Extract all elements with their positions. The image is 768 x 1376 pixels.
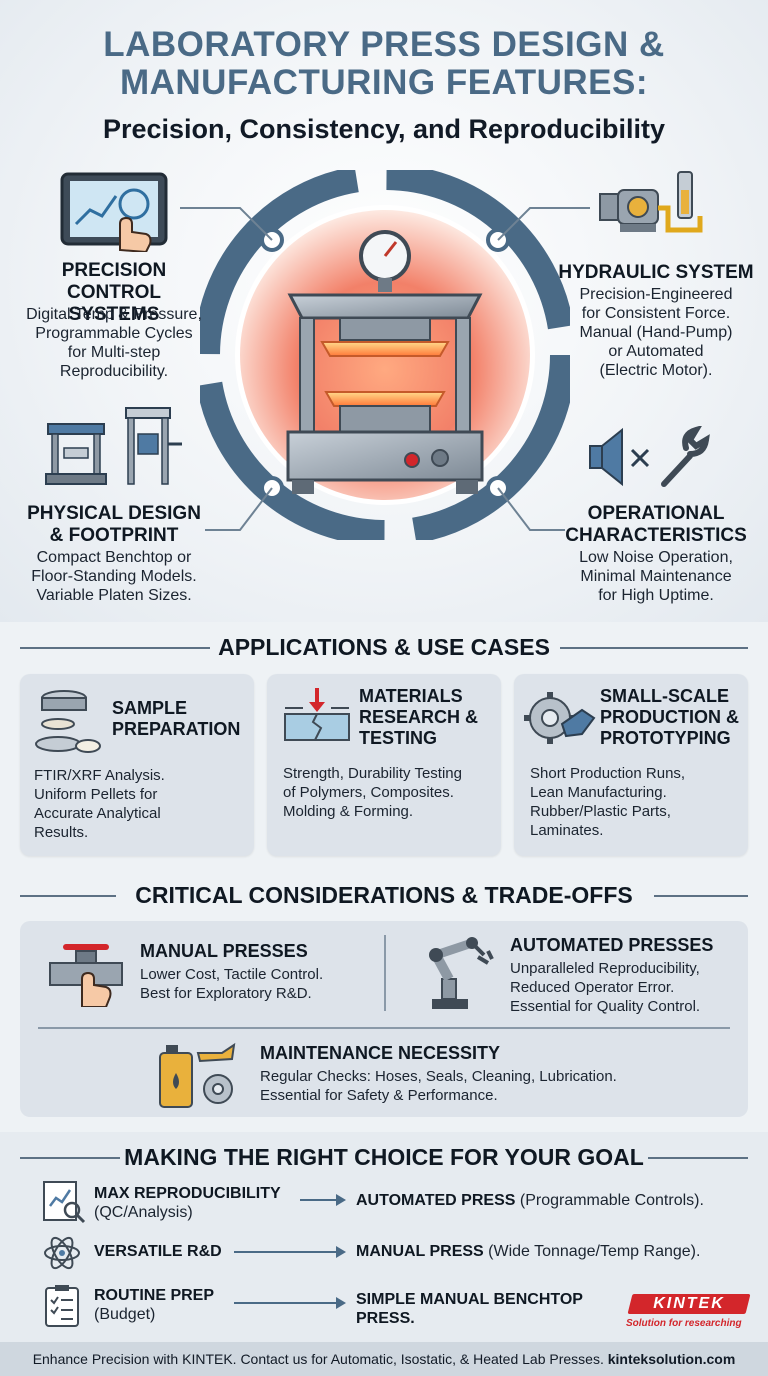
press-ring-illustration — [200, 170, 570, 540]
applications-heading: APPLICATIONS & USE CASES — [218, 634, 550, 660]
precision-desc: Digital Temp & Pressure, Programmable Cy… — [26, 306, 202, 380]
choice-pick: AUTOMATED PRESS (Programmable Controls). — [356, 1192, 704, 1209]
arrow-icon — [300, 1194, 346, 1206]
hydraulic-title: HYDRAULIC SYSTEM — [558, 262, 754, 283]
material-fracture-icon — [281, 686, 353, 751]
checklist-icon — [44, 1284, 80, 1333]
app-card-desc: Short Production Runs, Lean Manufacturin… — [530, 765, 686, 839]
oil-gear-icon — [156, 1039, 246, 1116]
manual-presses-title: MANUAL PRESSES — [140, 941, 308, 961]
operational-title: OPERATIONAL CHARACTERISTICS — [565, 503, 747, 546]
app-card-title: SMALL-SCALE PRODUCTION & PROTOTYPING — [600, 686, 739, 748]
arrow-icon — [234, 1246, 346, 1258]
app-card-desc: Strength, Durability Testing of Polymers… — [283, 765, 462, 820]
gear-part-icon — [522, 688, 598, 753]
panel-divider — [384, 935, 386, 1011]
applications-header: APPLICATIONS & USE CASES — [0, 630, 768, 666]
app-card-title: SAMPLE PREPARATION — [112, 698, 241, 739]
robot-arm-icon — [418, 933, 502, 1018]
maintenance-title: MAINTENANCE NECESSITY — [260, 1043, 501, 1063]
app-card-desc: FTIR/XRF Analysis. Uniform Pellets for A… — [34, 767, 165, 841]
lab-press-icon — [286, 230, 484, 494]
considerations-header: CRITICAL CONSIDERATIONS & TRADE-OFFS — [0, 878, 768, 914]
report-magnifier-icon — [42, 1180, 86, 1229]
app-card-materials: MATERIALS RESEARCH & TESTING Strength, D… — [267, 674, 501, 856]
considerations-panel: MANUAL PRESSES Lower Cost, Tactile Contr… — [20, 921, 748, 1117]
choice-header: MAKING THE RIGHT CHOICE FOR YOUR GOAL — [0, 1140, 768, 1176]
hydraulic-desc: Precision-Engineered for Consistent Forc… — [579, 286, 733, 379]
touchscreen-chart-icon — [60, 172, 170, 257]
process-ring — [200, 170, 570, 540]
footer-text: Enhance Precision with KINTEK. Contact u… — [32, 1351, 604, 1367]
choice-goal: ROUTINE PREP (Budget) — [94, 1287, 215, 1323]
press-models-icon — [42, 404, 188, 493]
app-card-sample-prep: SAMPLE PREPARATION FTIR/XRF Analysis. Un… — [20, 674, 254, 856]
choice-pick: MANUAL PRESS (Wide Tonnage/Temp Range). — [356, 1243, 701, 1260]
brand-tagline: Solution for researching — [626, 1318, 742, 1329]
choice-pick: SIMPLE MANUAL BENCHTOP PRESS. — [356, 1291, 583, 1327]
valve-hand-icon — [46, 937, 130, 1012]
hero-section: LABORATORY PRESS DESIGN & MANUFACTURING … — [0, 0, 768, 622]
title-line-1: LABORATORY PRESS DESIGN & — [103, 25, 665, 64]
physical-title: PHYSICAL DESIGN & FOOTPRINT — [27, 503, 201, 546]
pellet-sample-icon — [34, 686, 104, 763]
precision-title: PRECISION CONTROL SYSTEMS — [61, 260, 167, 325]
automated-presses-desc: Unparalleled Reproducibility, Reduced Op… — [510, 960, 701, 1015]
app-card-title: MATERIALS RESEARCH & TESTING — [359, 686, 479, 748]
page-subtitle: Precision, Consistency, and Reproducibil… — [102, 114, 666, 144]
connector-lines — [180, 207, 590, 531]
arrow-icon — [234, 1297, 346, 1309]
page-title: LABORATORY PRESS DESIGN & MANUFACTURING … — [0, 26, 768, 102]
choice-heading: MAKING THE RIGHT CHOICE FOR YOUR GOAL — [124, 1144, 644, 1170]
panel-divider-h — [38, 1027, 730, 1029]
automated-presses-title: AUTOMATED PRESSES — [510, 935, 714, 955]
physical-desc: Compact Benchtop or Floor-Standing Model… — [31, 549, 197, 604]
considerations-heading: CRITICAL CONSIDERATIONS & TRADE-OFFS — [135, 882, 633, 908]
mute-wrench-icon — [586, 425, 712, 495]
footer-link[interactable]: kinteksolution.com — [607, 1351, 736, 1367]
atom-icon — [42, 1233, 82, 1278]
maintenance-desc: Regular Checks: Hoses, Seals, Cleaning, … — [260, 1068, 617, 1104]
manual-presses-desc: Lower Cost, Tactile Control. Best for Ex… — [140, 966, 324, 1002]
title-line-2: MANUFACTURING FEATURES: — [119, 63, 649, 102]
app-card-production: SMALL-SCALE PRODUCTION & PROTOTYPING Sho… — [514, 674, 748, 856]
kintek-logo[interactable]: KINTEK — [627, 1294, 751, 1314]
operational-desc: Low Noise Operation, Minimal Maintenance… — [579, 549, 733, 604]
hydraulic-pump-icon — [596, 168, 706, 253]
choice-goal: MAX REPRODUCIBILITY (QC/Analysis) — [94, 1185, 281, 1221]
choice-goal: VERSATILE R&D — [94, 1243, 222, 1260]
footer: Enhance Precision with KINTEK. Contact u… — [0, 1342, 768, 1376]
